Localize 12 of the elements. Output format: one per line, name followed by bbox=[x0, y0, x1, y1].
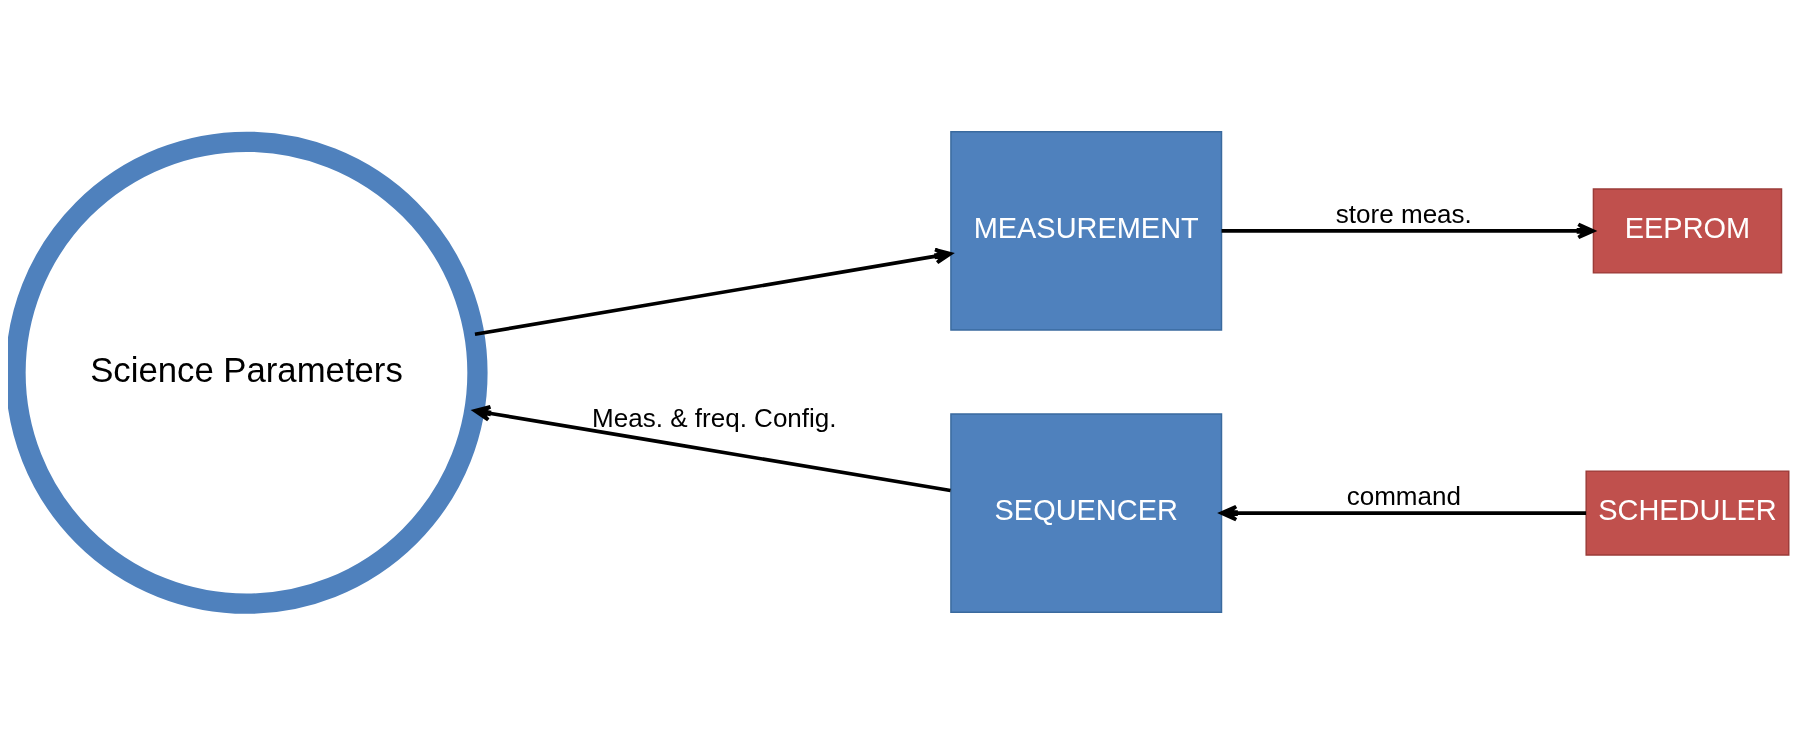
edge-label: command bbox=[1346, 480, 1461, 511]
node-box: EEPROM bbox=[1592, 187, 1783, 274]
arrow bbox=[1221, 222, 1595, 239]
arrow bbox=[1219, 504, 1587, 521]
edge-label: Meas. & freq. Config. bbox=[592, 402, 837, 433]
node-box: SEQUENCER bbox=[950, 412, 1223, 613]
arrow bbox=[474, 247, 953, 336]
node-box: SCHEDULER bbox=[1585, 469, 1790, 556]
node-box: MEASUREMENT bbox=[950, 130, 1223, 331]
edge-label: store meas. bbox=[1335, 198, 1472, 229]
arrow bbox=[473, 404, 951, 492]
node-circle: Science Parameters bbox=[8, 131, 488, 614]
